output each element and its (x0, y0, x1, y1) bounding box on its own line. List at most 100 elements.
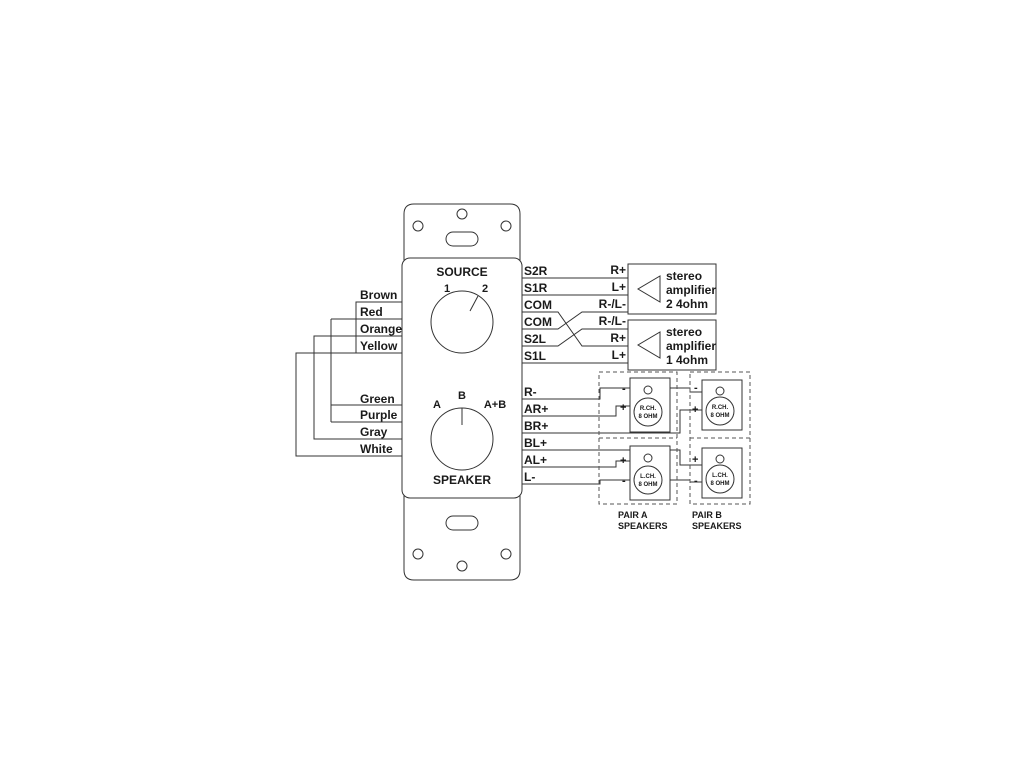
wire-br-plus (522, 409, 702, 434)
pair-b-caption-2: SPEAKERS (692, 521, 742, 531)
speaker-pos-ab: A+B (484, 399, 506, 411)
terminal-al-plus: AL+ (524, 453, 547, 467)
pair-a-top-ohm: 8 OHM (638, 414, 657, 420)
pair-a-bottom-speaker-cone (633, 465, 663, 495)
pair-b-bottom-ohm: 8 OHM (710, 481, 729, 487)
terminal-s2l: S2L (524, 332, 546, 346)
wire-r-minus (522, 387, 630, 400)
bottom-left-hole (412, 548, 424, 560)
pair-b-bottom-minus: - (694, 475, 698, 487)
terminal-ar-plus: AR+ (524, 402, 548, 416)
amp1-line2: amplifier (666, 339, 716, 353)
source-selector-knob[interactable] (430, 290, 494, 354)
pair-a-bottom-ch: L.CH. (640, 474, 656, 480)
bottom-mounting-tab (403, 493, 521, 581)
pair-b-top-plus: + (692, 404, 698, 416)
terminal-l-minus: L- (524, 470, 535, 484)
terminal-bl-plus: BL+ (524, 436, 547, 450)
speaker-title: SPEAKER (433, 473, 491, 487)
amp1-triangle-icon (637, 331, 661, 359)
wire-s2l-cross (522, 328, 628, 347)
wire-orange-gray (313, 335, 402, 440)
wire-yellow-white (295, 352, 356, 457)
source-pos-1: 1 (444, 283, 450, 295)
pair-a-bottom-ohm: 8 OHM (638, 482, 657, 488)
terminal-com-1: COM (524, 298, 552, 312)
source-title: SOURCE (436, 265, 487, 279)
bottom-tab-hole (456, 560, 468, 572)
terminal-r-minus: R- (524, 385, 537, 399)
pair-a-top-mount-hole (643, 385, 653, 395)
wall-plate: SOURCE 1 2 A B A+B SPEAKER (401, 203, 523, 581)
terminal-s1l: S1L (524, 349, 546, 363)
pair-a-top-ch: R.CH. (640, 406, 657, 412)
top-tab-hole (456, 208, 468, 220)
terminal-br-plus: BR+ (524, 419, 548, 433)
amp2-input-l-plus: L+ (612, 280, 626, 294)
speaker-pos-a: A (433, 399, 441, 411)
pair-a-caption-1: PAIR A (618, 510, 648, 520)
speaker-terminals: R- AR+ BR+ BL+ AL+ L- (522, 385, 702, 485)
top-right-hole (500, 220, 512, 232)
pair-b-top-ch: R.CH. (712, 405, 729, 411)
wire-label-yellow: Yellow (360, 339, 398, 353)
wire-label-purple: Purple (360, 408, 398, 422)
pair-b-bottom-mount-hole (715, 454, 725, 464)
wire-label-gray: Gray (360, 425, 388, 439)
amplifier-1: R-/L- R+ L+ stereo amplifier 1 4ohm (599, 314, 717, 371)
wire-label-white: White (360, 442, 393, 456)
wire-al-plus (522, 460, 630, 468)
source-pos-2: 2 (482, 283, 488, 295)
pair-a-bottom-plus: + (620, 455, 626, 467)
amp1-input-common: R-/L- (599, 314, 626, 328)
amp2-input-r-plus: R+ (610, 263, 626, 277)
bottom-right-hole (500, 548, 512, 560)
wire-ar-plus (522, 405, 630, 417)
wire-label-green: Green (360, 392, 395, 406)
source-knob-pointer (469, 295, 479, 312)
speaker-pos-b: B (458, 390, 466, 402)
pair-b-bottom-speaker-cone (705, 464, 735, 494)
wire-l-minus (522, 479, 630, 485)
wire-com-1-cross (522, 311, 628, 347)
amp1-input-l-plus: L+ (612, 348, 626, 362)
top-left-hole (412, 220, 424, 232)
amp2-line1: stereo (666, 269, 702, 283)
amp2-triangle-icon (637, 275, 661, 303)
amplifier-2: R+ L+ R-/L- stereo amplifier 2 4ohm (599, 263, 717, 315)
amp2-line3: 2 4ohm (666, 297, 708, 311)
wire-com-2-cross (522, 311, 628, 330)
pair-b-top-speaker-cone (705, 396, 735, 426)
pair-b-top-minus: - (694, 382, 698, 394)
terminal-s1r: S1R (524, 281, 548, 295)
speaker-pair-b: R.CH. 8 OHM - + L.CH. 8 OHM + - PAIR B S… (689, 371, 751, 531)
wire-label-brown: Brown (360, 288, 397, 302)
wire-label-red: Red (360, 305, 383, 319)
pair-b-bottom-ch: L.CH. (712, 473, 728, 479)
pair-b-top-ohm: 8 OHM (710, 413, 729, 419)
speaker-pair-a: R.CH. 8 OHM - + L.CH. 8 OHM + - PAIR A S… (598, 371, 678, 531)
bottom-slot (445, 515, 479, 531)
wire-label-orange: Orange (360, 322, 402, 336)
amp1-input-r-plus: R+ (610, 331, 626, 345)
pair-b-bottom-plus: + (692, 454, 698, 466)
left-wires: Brown Red Orange Yellow Green Purple Gra… (295, 288, 402, 457)
amp1-line1: stereo (666, 325, 702, 339)
terminal-com-2: COM (524, 315, 552, 329)
top-slot (445, 231, 479, 247)
source-terminals: S2R S1R COM COM S2L S1L (522, 264, 628, 364)
pair-b-caption-1: PAIR B (692, 510, 722, 520)
pair-a-top-plus: + (620, 402, 626, 414)
amp2-input-common: R-/L- (599, 297, 626, 311)
amp1-line3: 1 4ohm (666, 353, 708, 367)
pair-a-bottom-minus: - (622, 475, 626, 487)
pair-b-top-mount-hole (715, 386, 725, 396)
pair-a-top-minus: - (622, 383, 626, 395)
pair-a-bottom-mount-hole (643, 453, 653, 463)
wire-bl-plus (522, 449, 702, 466)
pair-a-top-speaker-cone (633, 397, 663, 427)
pair-a-caption-2: SPEAKERS (618, 521, 668, 531)
amp2-line2: amplifier (666, 283, 716, 297)
